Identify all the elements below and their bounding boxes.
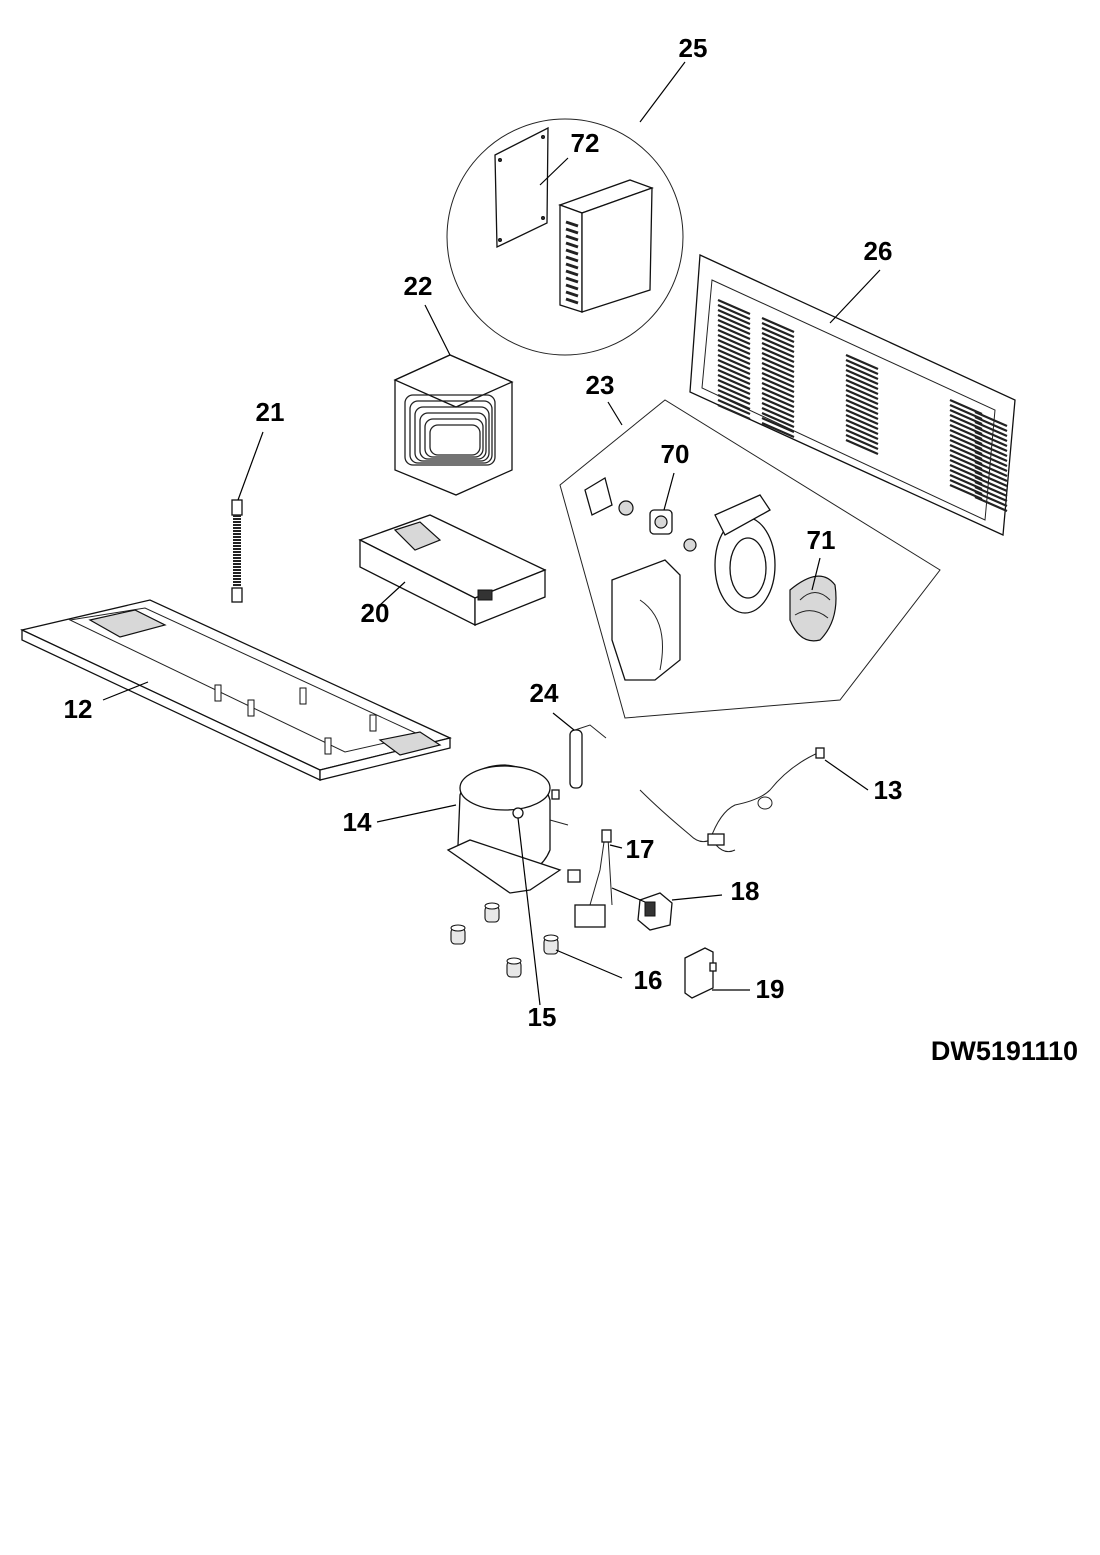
part-label-13: 13 [874,775,903,805]
part-label-25: 25 [679,33,708,63]
part-label-19: 19 [756,974,785,1004]
part-label-12: 12 [64,694,93,724]
part-label-15: 15 [528,1002,557,1032]
circuit-board-icon [494,126,549,249]
fan-blade-icon [789,557,837,642]
part-label-22: 22 [404,271,433,301]
part-label-24: 24 [530,678,559,708]
part-label-26: 26 [864,236,893,266]
rubber-grommet-icon [450,902,623,979]
control-box-icon [446,61,686,356]
drain-pan-icon [358,514,547,627]
filter-drier-icon [552,712,607,789]
part-label-72: 72 [571,128,600,158]
fan-assembly-icon [559,399,941,719]
flex-hose-icon [231,431,264,603]
drawing-code: DW5191110 [931,1036,1078,1066]
base-plate-icon [20,599,452,782]
part-label-16: 16 [634,965,663,995]
part-label-20: 20 [361,598,390,628]
part-label-70: 70 [661,439,690,469]
mounting-bolt-icon [512,789,560,1006]
part-label-18: 18 [731,876,760,906]
part-label-21: 21 [256,397,285,427]
fan-motor-icon [649,472,675,535]
overload-relay-icon [567,829,623,928]
wire-harness-icon [639,747,869,853]
compressor-icon [376,764,569,894]
rear-grille-panel-icon [689,254,1016,536]
part-label-17: 17 [626,834,655,864]
condenser-coil-icon [393,304,514,496]
part-label-23: 23 [586,370,615,400]
part-label-71: 71 [807,525,836,555]
part-label-14: 14 [343,807,372,837]
starter-relay-icon [611,887,723,931]
relay-cover-icon [684,947,750,999]
